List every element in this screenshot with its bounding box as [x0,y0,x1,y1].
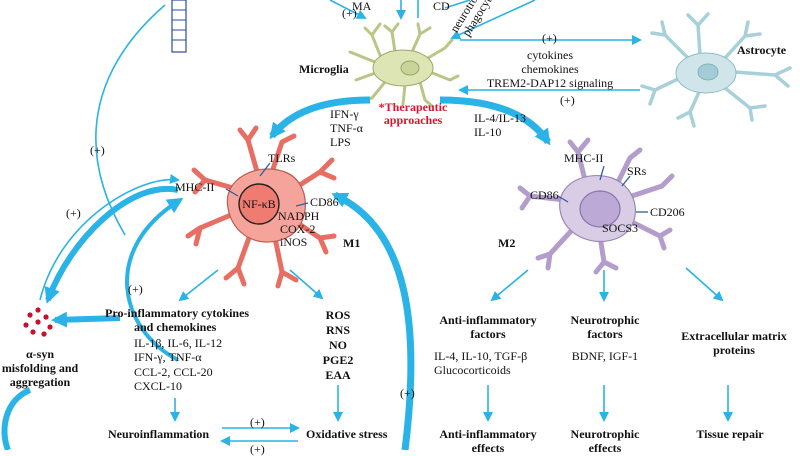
anti-inflam-title-1: Anti-inflammatory [439,313,537,327]
m2-srs: SRs [627,164,647,178]
arrow-top-left [329,0,367,19]
plus-left-3: (+) [128,282,143,296]
m2-cell [517,137,675,275]
m1-cell [185,125,337,289]
pro-inflam-title-2: and chemokines [134,320,217,334]
curve-asyn-to-m1 [39,174,180,301]
ros-item-5: EAA [325,368,351,382]
neuroinflammation-label: Neuroinflammation [108,427,210,441]
m2-cd86: CD86 [530,188,559,202]
therapeutic-line-1: *Therapeutic [378,100,448,114]
plus-top: (+) [342,6,357,20]
arrow-top-right [444,0,471,9]
arrow-m1-to-procyt [178,269,219,302]
arrow-top-right2 [450,0,536,40]
plus-astro-bottom: (+) [560,93,575,107]
tissue-repair-label: Tissue repair [696,427,764,441]
pro-inflam-item-2: IFN-γ, TNF-α [134,350,202,364]
big-arrow-to-m1 [269,96,371,140]
anti-inflam-item-2: Glucocorticoids [434,363,511,377]
ros-item-3: NO [329,338,347,352]
ros-item-1: ROS [325,308,351,322]
neurotrophic-item-1: BDNF, IGF-1 [571,349,639,363]
arrow-m2-to-anti [490,269,529,302]
asyn-aggregate-dots [23,307,53,337]
neurotrophic-effects-1: Neurotrophic [570,427,640,441]
anti-inflam-effects-2: effects [471,441,505,455]
m1-nadph: NADPH [278,209,320,223]
m1-inducer-3: LPS [330,135,351,149]
top-ladder-shape [171,0,187,53]
pro-inflam-item-3: CCL-2, CCL-20 [134,365,213,379]
anti-inflam-effects-1: Anti-inflammatory [439,427,537,441]
arrow-m1-to-ros [289,269,324,300]
m1-inducer-1: IFN-γ [330,107,359,121]
m1-cox2: COX-2 [280,222,316,236]
curve-right-to-m1 [331,191,415,450]
plus-left-2: (+) [66,206,81,220]
pro-inflam-item-4: CXCL-10 [134,379,182,393]
top-abbrev-2: CD [433,0,450,13]
m1-label: M1 [343,236,361,250]
m2-cd206: CD206 [650,205,685,219]
anti-inflam-title-2: factors [470,327,506,341]
asyn-line-2: misfolding and [1,361,79,375]
plus-left-1: (+) [90,143,105,157]
m1-cd86: CD86 [310,195,339,209]
plus-bottom-1: (+) [250,415,265,429]
curve-left-outer [125,197,184,362]
ecm-title-2: proteins [713,343,755,357]
m1-mhc2: MHC-II [175,180,215,194]
m2-inducer-1: IL-4/IL-13 [474,111,526,125]
microglia-label: Microglia [299,62,349,76]
neurotrophic-title-2: factors [587,327,623,341]
m2-inducer-2: IL-10 [474,125,502,139]
asyn-line-3: aggregation [9,375,71,389]
asyn-line-1: α-syn [25,347,55,361]
m1-tlrs: TLRs [268,151,296,165]
arrow-m2-to-ecm [685,267,724,302]
ecm-title-1: Extracellular matrix [681,329,787,343]
astro-signal-3: TREM2-DAP12 signaling [486,76,614,90]
plus-right: (+) [400,386,415,400]
m2-label: M2 [498,236,516,250]
astro-signal-1: cytokines [527,48,573,62]
astrocyte-label: Astrocyte [737,43,787,57]
curve-mhc-to-asyn [44,185,179,304]
ros-item-2: RNS [325,323,350,337]
m2-socs3: SOCS3 [602,221,639,235]
curve-asyn-bottom [1,387,32,450]
neurotrophic-title-1: Neurotrophic [570,313,640,327]
oxidative-stress-label: Oxidative stress [306,427,388,441]
m1-inducer-2: TNF-α [330,121,363,135]
top-abbrev-1: MA [352,0,372,13]
microglia-cell [348,22,460,108]
m2-mhc2: MHC-II [564,151,604,165]
therapeutic-line-2: approaches [383,113,443,127]
astro-signal-2: chemokines [521,62,579,76]
pro-inflam-title-1: Pro-inflammatory cytokines [105,306,250,320]
pro-inflam-item-1: IL-1β, IL-6, IL-12 [134,336,223,350]
m1-nfkb: NF-κB [242,197,276,211]
plus-astro-top: (+) [542,31,557,45]
anti-inflam-item-1: IL-4, IL-10, TGF-β [434,349,528,363]
big-arrow-to-m2 [439,96,551,146]
astrocyte-cell [640,12,792,128]
receptor-ticks [225,162,648,213]
m1-inos: iNOS [280,235,308,249]
ros-item-4: PGE2 [322,353,354,367]
arrow-procyt-to-asyn [51,311,121,328]
neurotrophic-effects-2: effects [588,441,622,455]
